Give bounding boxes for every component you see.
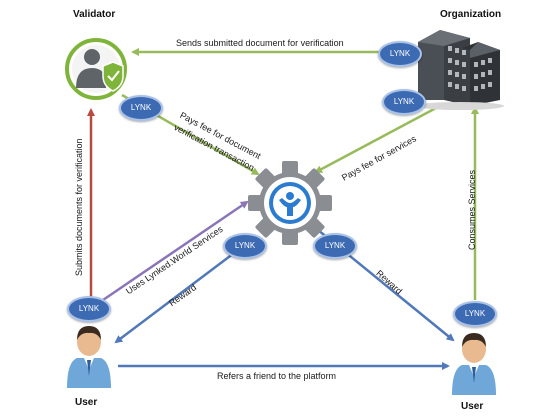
- user-left-icon: [67, 326, 111, 388]
- lynk-token-validator-fee: LYNK: [119, 95, 163, 121]
- arrow-organization-fee: [314, 106, 437, 174]
- lynk-token-reward-right: LYNK: [313, 233, 357, 259]
- user-right-icon: [452, 333, 496, 395]
- organization-title: Organization: [440, 9, 502, 20]
- user-left-title: User: [75, 397, 98, 408]
- organization-building-icon: [416, 30, 504, 110]
- user-right-title: User: [461, 401, 484, 412]
- lynk-token-user-left: LYNK: [67, 296, 111, 322]
- label-refers-friend: Refers a friend to the platform: [217, 371, 337, 381]
- label-submits-documents: Submits documents for verification: [74, 138, 84, 276]
- lynk-token-user-right: LYNK: [453, 301, 497, 327]
- validator-title: Validator: [73, 9, 116, 20]
- validator-icon: [65, 38, 127, 100]
- label-sends-document: Sends submitted document for verificatio…: [176, 38, 344, 48]
- arrow-uses-services: [102, 200, 249, 302]
- label-consumes-services: Consumes Services: [467, 169, 477, 250]
- lynk-token-organization-send: LYNK: [378, 41, 422, 67]
- lynk-token-reward-left: LYNK: [223, 233, 267, 259]
- lynk-token-organization-fee: LYNK: [382, 89, 426, 115]
- platform-gear-icon: [248, 161, 332, 245]
